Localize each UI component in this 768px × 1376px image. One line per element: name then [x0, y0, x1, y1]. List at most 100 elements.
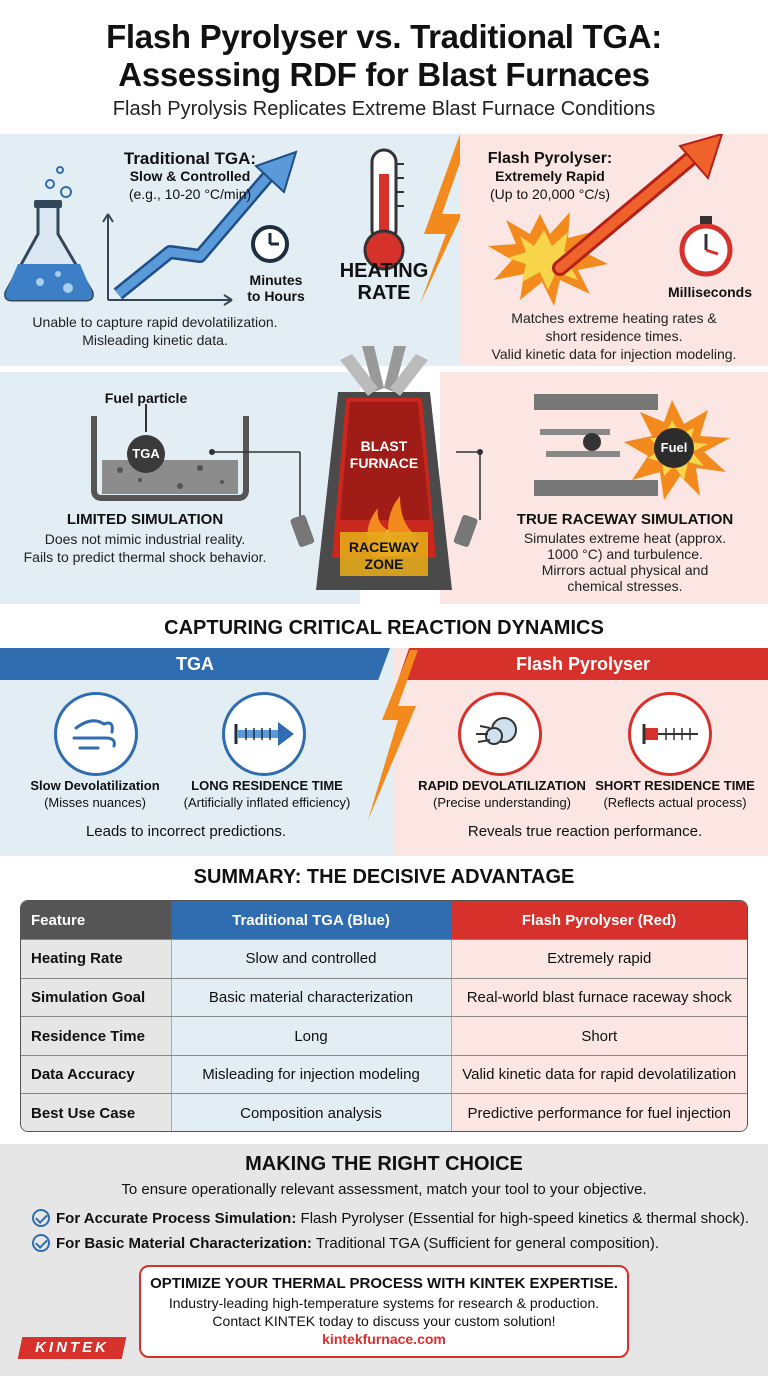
tga-heating-desc-2: Misleading kinetic data.: [82, 332, 228, 348]
true-raceway-desc-3: Mirrors actual physical and: [541, 562, 709, 578]
rapid-devolatilization-icon: [458, 692, 542, 776]
table-cell: Misleading for injection modeling: [171, 1055, 452, 1095]
table-header-fp: Flash Pyrolyser (Red): [451, 901, 747, 941]
lightning-icon: [420, 134, 460, 304]
simulation-graphic: [91, 346, 730, 590]
choice-item-1-text: Flash Pyrolyser (Essential for high-spee…: [296, 1210, 750, 1227]
header: [0, 0, 768, 132]
check-circle-icon: [32, 1234, 50, 1252]
tga-bar: TGA: [0, 648, 390, 680]
long-residence-icon: [222, 692, 306, 776]
title-line-1: Flash Pyrolyser vs. Traditional TGA:: [106, 18, 662, 55]
table-header-row: Feature Traditional TGA (Blue) Flash Pyr…: [21, 901, 747, 941]
long-residence-sub: (Artificially inflated efficiency): [183, 795, 351, 810]
table-cell: Valid kinetic data for rapid devolatiliz…: [451, 1055, 747, 1095]
table-cell: Simulation Goal: [21, 978, 172, 1018]
tga-bar-label: TGA: [176, 654, 214, 674]
lightning-icon: [368, 650, 418, 820]
cta-line-1: Industry-leading high-temperature system…: [168, 1295, 600, 1311]
table-cell: Basic material characterization: [171, 978, 452, 1018]
fp-heating-rate: (Up to 20,000 °C/s): [490, 186, 610, 202]
choice-title: MAKING THE RIGHT CHOICE: [245, 1153, 523, 1175]
true-raceway-desc-2: 1000 °C) and turbulence.: [547, 546, 703, 562]
table-cell: Best Use Case: [21, 1093, 172, 1131]
page-title: Flash Pyrolyser vs. Traditional TGA: Ass…: [0, 18, 768, 94]
divider: [0, 366, 768, 372]
limited-simulation-title: LIMITED SIMULATION: [66, 511, 224, 528]
slow-devolatilization-title: Slow Devolatilization: [30, 778, 160, 793]
table-row: Simulation Goal Basic material character…: [21, 978, 747, 1018]
choice-item-1: For Accurate Process Simulation: Flash P…: [32, 1209, 752, 1228]
tga-time-line-2: to Hours: [247, 288, 305, 304]
table-cell: Extremely rapid: [451, 939, 747, 979]
raceway-zone-label: RACEWAY ZONE: [340, 539, 428, 573]
furnace-label: BLAST FURNACE: [340, 438, 428, 472]
short-residence-title: SHORT RESIDENCE TIME: [595, 778, 755, 793]
table-cell: Long: [171, 1016, 452, 1056]
tga-conclusion: Leads to incorrect predictions.: [85, 823, 287, 840]
choice-item-2-label: For Basic Material Characterization:: [56, 1235, 312, 1252]
tga-time-label: Minutes to Hours: [236, 272, 316, 304]
short-residence-sub: (Reflects actual process): [603, 795, 747, 810]
limited-simulation-desc: Does not mimic industrial reality. Fails…: [0, 530, 290, 566]
table-cell: Predictive performance for fuel injectio…: [451, 1093, 747, 1131]
dynamics-title: CAPTURING CRITICAL REACTION DYNAMICS: [164, 617, 604, 639]
choice-item-2: For Basic Material Characterization: Tra…: [32, 1234, 752, 1253]
fp-bar: Flash Pyrolyser: [398, 648, 768, 680]
fp-conclusion: Reveals true reaction performance.: [467, 823, 703, 840]
fp-heating-desc-3: Valid kinetic data for injection modelin…: [491, 346, 737, 362]
cta-line-2: Contact KINTEK today to discuss your cus…: [212, 1313, 556, 1329]
choice-item-1-label: For Accurate Process Simulation:: [56, 1210, 297, 1227]
long-residence-title: LONG RESIDENCE TIME: [191, 778, 343, 793]
slow-devolatilization-icon: [54, 692, 138, 776]
tga-heating-graphic: [4, 134, 460, 306]
thermometer-icon: [363, 148, 405, 271]
table-cell: Data Accuracy: [21, 1055, 172, 1095]
heating-rate-label: HEATING RATE: [320, 260, 448, 304]
check-circle-icon: [32, 1209, 50, 1227]
summary-title: SUMMARY: THE DECISIVE ADVANTAGE: [193, 866, 575, 888]
clock-icon: [251, 225, 289, 263]
table-cell: Residence Time: [21, 1016, 172, 1056]
cta-heading: OPTIMIZE YOUR THERMAL PROCESS WITH KINTE…: [150, 1275, 618, 1292]
furnace-line-2: FURNACE: [349, 455, 419, 471]
fuel-particle-label: Fuel particle: [104, 390, 188, 406]
table-header-tga: Traditional TGA (Blue): [171, 901, 451, 941]
fp-heating-title: Flash Pyrolyser:: [487, 150, 613, 167]
fp-heating-desc: Matches extreme heating rates & short re…: [460, 309, 768, 363]
table-row: Residence Time Long Short: [21, 1016, 747, 1056]
table-cell: Slow and controlled: [171, 939, 452, 979]
true-raceway-desc: Simulates extreme heat (approx. 1000 °C)…: [490, 530, 760, 594]
fp-heating-desc-1: Matches extreme heating rates &: [511, 310, 717, 326]
tga-heating-desc: Unable to capture rapid devolatilization…: [0, 313, 310, 349]
tga-heating-sub: Slow & Controlled: [129, 168, 251, 184]
fp-bar-label: Flash Pyrolyser: [515, 654, 651, 674]
table-row: Data Accuracy Misleading for injection m…: [21, 1055, 747, 1095]
slow-devolatilization-sub: (Misses nuances): [44, 795, 146, 810]
tga-heating-title: Traditional TGA:: [123, 149, 257, 168]
tga-heating-desc-1: Unable to capture rapid devolatilization…: [32, 314, 278, 330]
raceway-line-2: ZONE: [364, 556, 404, 572]
website-link[interactable]: kintekfurnace.com: [322, 1331, 446, 1347]
table-cell: Composition analysis: [171, 1093, 452, 1131]
raceway-icon: [534, 394, 730, 500]
rapid-devolatilization-sub: (Precise understanding): [432, 795, 572, 810]
heating-rate-line-2: RATE: [357, 282, 411, 304]
explosion-icon: [488, 212, 608, 306]
choice-subtitle: To ensure operationally relevant assessm…: [121, 1181, 647, 1198]
stopwatch-icon: [679, 216, 733, 277]
heating-rate-line-1: HEATING: [339, 260, 429, 282]
table-cell: Real-world blast furnace raceway shock: [451, 978, 747, 1018]
fuel-particle-chip: Fuel: [660, 440, 688, 455]
kintek-logo-text: KINTEK: [35, 1339, 109, 1356]
flask-icon: [4, 166, 94, 302]
rapid-devolatilization-title: RAPID DEVOLATILIZATION: [418, 778, 586, 793]
table-row: Heating Rate Slow and controlled Extreme…: [21, 939, 747, 979]
raceway-line-1: RACEWAY: [348, 539, 420, 555]
tga-heating-rate: (e.g., 10-20 °C/min): [128, 186, 252, 202]
short-residence-icon: [628, 692, 712, 776]
limited-simulation-desc-1: Does not mimic industrial reality.: [44, 531, 246, 547]
blast-furnace-icon: [290, 346, 478, 590]
table-cell: Heating Rate: [21, 939, 172, 979]
true-raceway-title: TRUE RACEWAY SIMULATION: [516, 511, 734, 528]
